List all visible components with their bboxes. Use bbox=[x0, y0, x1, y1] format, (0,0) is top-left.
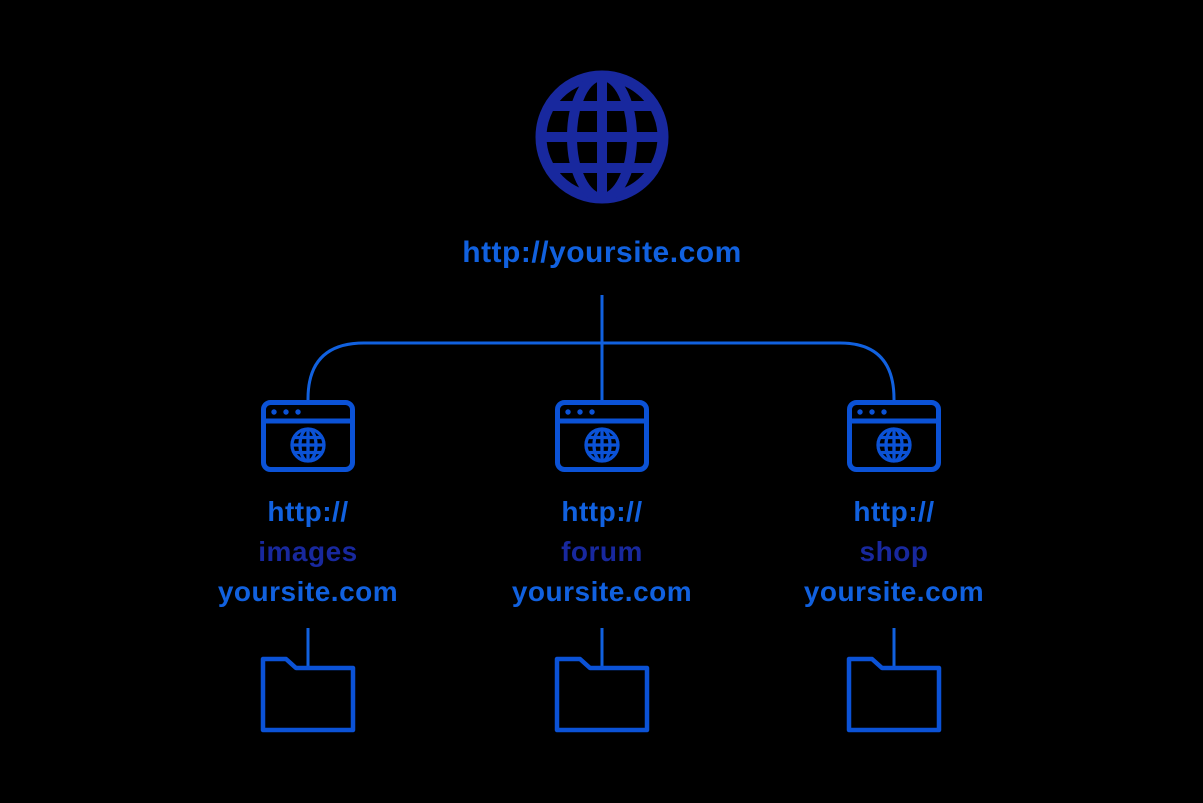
protocol-text: http:// bbox=[561, 496, 643, 527]
folder-icon bbox=[260, 656, 356, 733]
folder-icon bbox=[554, 656, 650, 733]
browser-window-icon bbox=[555, 400, 649, 472]
subdomain-label-shop: http:// shop yoursite.com bbox=[744, 492, 1044, 612]
subdomain-text: shop bbox=[859, 536, 929, 567]
root-url-label: http://yoursite.com bbox=[462, 236, 742, 269]
folder-icon bbox=[846, 656, 942, 733]
subdomain-text: forum bbox=[561, 536, 643, 567]
protocol-text: http:// bbox=[853, 496, 935, 527]
protocol-text: http:// bbox=[267, 496, 349, 527]
subdomain-text: images bbox=[258, 536, 358, 567]
subdomain-label-forum: http:// forum yoursite.com bbox=[452, 492, 752, 612]
globe-icon bbox=[535, 70, 669, 204]
browser-window-icon bbox=[261, 400, 355, 472]
domain-text: yoursite.com bbox=[511, 576, 693, 607]
domain-text: yoursite.com bbox=[217, 576, 399, 607]
domain-text: yoursite.com bbox=[803, 576, 985, 607]
browser-window-icon bbox=[847, 400, 941, 472]
subdomain-label-images: http:// images yoursite.com bbox=[158, 492, 458, 612]
